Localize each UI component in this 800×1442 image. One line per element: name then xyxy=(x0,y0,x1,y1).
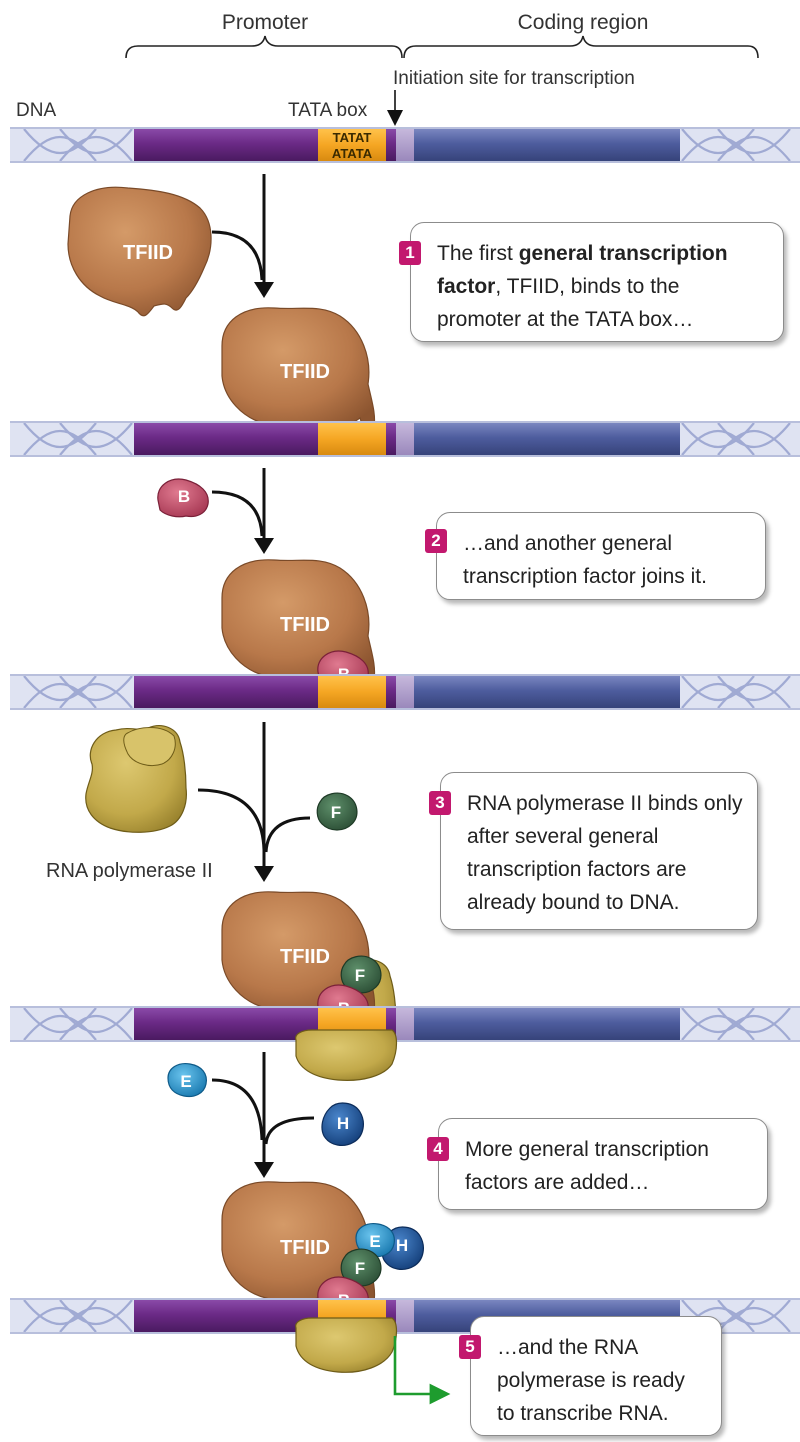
tfiid-bound-3-label: TFIID xyxy=(280,946,330,968)
step-4-badge: 4 xyxy=(427,1137,449,1161)
promoter-label: Promoter xyxy=(222,11,308,34)
step-4-arrowhead xyxy=(254,1162,274,1178)
step-1-arrow xyxy=(211,174,266,290)
tfiid-bound-2-label: TFIID xyxy=(280,614,330,636)
tata-box-label: TATA box xyxy=(288,100,368,121)
tfiid-bound-1-label: TFIID xyxy=(280,361,330,383)
factor-h-free-label: H xyxy=(337,1114,349,1133)
rna-polymerase-bound-3-lower xyxy=(295,1029,398,1081)
tata-sequence-bottom: ATATA xyxy=(332,146,373,161)
rna-polymerase-free xyxy=(85,725,187,833)
coding-region-brace xyxy=(403,35,759,59)
step-3-badge: 3 xyxy=(429,791,451,815)
promoter-brace xyxy=(125,35,403,59)
step-2-callout: 2 …and another general transcription fac… xyxy=(425,512,766,600)
step-1-callout: 1 The first general transcription factor… xyxy=(399,222,784,342)
step-1-badge: 1 xyxy=(399,241,421,265)
factor-b-free-label: B xyxy=(178,487,190,506)
step-4-callout: 4 More general transcription factors are… xyxy=(427,1118,768,1210)
factor-e-free-label: E xyxy=(180,1072,191,1091)
step-2-arrow xyxy=(211,468,266,544)
step-2-text: …and another general transcription facto… xyxy=(463,532,707,588)
step-3-arrow xyxy=(197,722,311,870)
step-3-arrowhead xyxy=(254,866,274,882)
dna-strand-2 xyxy=(8,419,800,459)
rna-polymerase-bound-5 xyxy=(295,1317,398,1373)
rna-polymerase-label: RNA polymerase II xyxy=(46,860,213,882)
factor-f-bound-4-label: F xyxy=(355,1259,365,1278)
coding-region-label: Coding region xyxy=(518,11,649,34)
step-5-badge: 5 xyxy=(459,1335,481,1359)
tfiid-free-label: TFIID xyxy=(123,242,173,264)
transcription-start-arrow xyxy=(393,1336,451,1405)
step-5-text: …and the RNA polymerase is ready to tran… xyxy=(497,1336,685,1425)
factor-e-bound-4-label: E xyxy=(369,1232,380,1251)
tata-sequence-top: TATAT xyxy=(333,130,372,145)
dna-strand-1 xyxy=(8,125,800,165)
step-1-text: The first general transcription factor, … xyxy=(437,242,728,331)
dna-label: DNA xyxy=(16,100,56,121)
step-3-callout: 3 RNA polymerase II binds only after sev… xyxy=(429,772,758,930)
dna-strand-4 xyxy=(8,1004,800,1044)
initiation-site-label: Initiation site for transcription xyxy=(393,68,635,89)
step-3-text: RNA polymerase II binds only after sever… xyxy=(467,792,743,914)
step-5-callout: 5 …and the RNA polymerase is ready to tr… xyxy=(459,1316,722,1436)
tfiid-bound-4-label: TFIID xyxy=(280,1237,330,1259)
step-1-arrowhead xyxy=(254,282,274,298)
factor-h-bound-4-label: H xyxy=(396,1236,408,1255)
dna-strand-3 xyxy=(8,672,800,712)
step-4-arrow xyxy=(211,1052,315,1164)
step-2-badge: 2 xyxy=(425,529,447,553)
step-2-arrowhead xyxy=(254,538,274,554)
factor-f-bound-3-label: F xyxy=(355,966,365,985)
factor-f-free-label: F xyxy=(331,803,341,822)
step-4-text: More general transcription factors are a… xyxy=(465,1138,709,1194)
